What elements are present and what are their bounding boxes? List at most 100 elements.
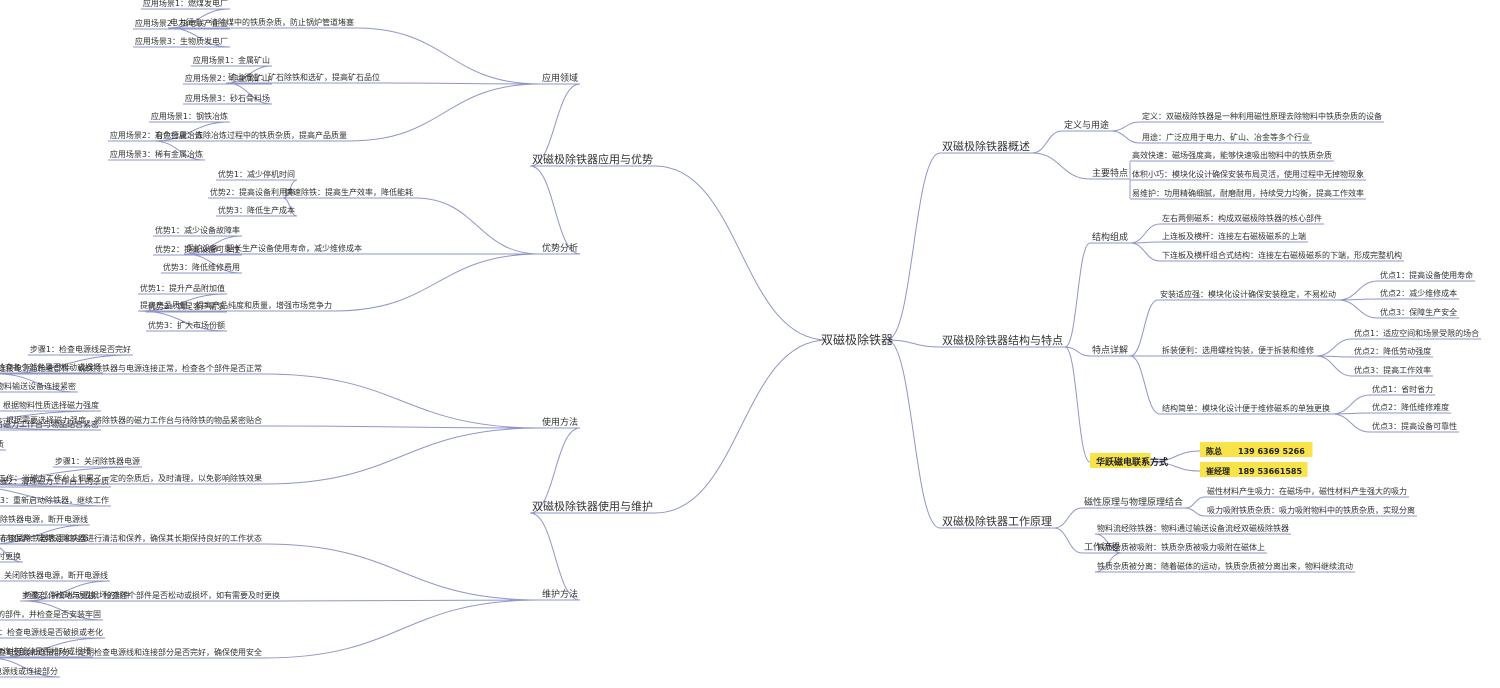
branch-connectors <box>0 8 1379 678</box>
left-topic-1-1-1: 检查部件松动与更换：检查各个部件是否松动或损坏，如有需要及时更换 <box>24 590 280 600</box>
connector <box>886 339 941 529</box>
left-topic-1-0-2-2: 步骤3：重新启动除铁器，继续工作 <box>0 495 109 505</box>
left-topic-1-1-2: 检查电源线和连接部分：定期检查电源线和连接部分是否完好，确保使用安全 <box>0 647 262 657</box>
connector <box>1129 299 1159 357</box>
connector <box>21 600 104 621</box>
connector <box>1337 299 1379 319</box>
connector <box>1129 242 1161 262</box>
right-topic-1-1-2-1: 优点2：降低维修难度 <box>1372 402 1449 412</box>
left-topic-0-1-2: 提高产品质量：提高产品纯度和质量，增强市场竞争力 <box>140 300 332 310</box>
connector <box>282 179 298 199</box>
left-topic-1-0-2: 清除杂质与继续工作：当磁力工作台上积累了一定的杂质后，及时清理，以免影响除铁效果 <box>0 473 262 483</box>
left-topic-0-0-1-2: 应用场景3：砂石骨料场 <box>185 93 270 103</box>
connector <box>263 543 540 601</box>
left-topic-1-0-2-1: 步骤2：清理磁力工作台上的杂质 <box>0 476 109 486</box>
connector <box>529 512 581 601</box>
connector <box>1129 355 1161 415</box>
connector <box>886 152 941 341</box>
connector <box>1111 130 1141 144</box>
connector <box>282 197 298 217</box>
connector <box>0 410 102 420</box>
connector <box>1331 413 1371 433</box>
connector <box>1129 223 1161 244</box>
connector <box>1315 355 1353 377</box>
left-topic-0-1-2-1: 优势2：满足客户需求 <box>148 301 225 311</box>
right-topic-2-0-0: 磁性材料产生吸力：在磁场中，磁性材料产生强大的吸力 <box>1207 486 1407 496</box>
connector <box>1031 130 1063 154</box>
left-topic-0-1-0-1: 优势2：提高设备利用率 <box>210 187 295 197</box>
connector <box>167 8 231 29</box>
left-topic-0-0-2-0: 应用场景1：钢铁冶炼 <box>151 111 228 121</box>
left-topic-1-1-1-1: 步骤2：拆卸松动或损坏的部件 <box>22 590 131 600</box>
connector <box>381 82 540 85</box>
right-topic-0-0-0: 定义：双磁极除铁器是一种利用磁性原理去除物料中铁质杂质的设备 <box>1142 111 1382 121</box>
connector <box>529 165 581 255</box>
left-topic-0-0: 应用领域 <box>542 72 578 84</box>
connector <box>263 425 540 429</box>
left-topic-0-0-2: 冶金行业：去除冶炼过程中的铁质杂质，提高产品质量 <box>155 130 347 140</box>
connector <box>183 235 243 255</box>
connector <box>263 599 540 659</box>
connector <box>0 547 24 563</box>
left-topic-0-0-2-2: 应用场景3：稀有金属冶炼 <box>110 149 203 159</box>
left-topic-0-0-1-0: 应用场景1：金属矿山 <box>193 55 270 65</box>
connector <box>1031 152 1091 180</box>
right-topic-1-1-0-2: 优点3：保障生产安全 <box>1380 307 1457 317</box>
left-topic-1-1-2-2: 步骤3：如有需要，及时更换电源线或连接部分 <box>0 666 58 676</box>
left-topic-1-0-1-1: 步骤2：将磁力工作台与物品贴合紧密 <box>0 419 99 429</box>
right-topic-1-1-2-0: 优点1：省时省力 <box>1372 384 1433 394</box>
right-topic-1-0-0: 左右两侧磁系：构成双磁极除铁器的核心部件 <box>1162 213 1322 223</box>
connector <box>348 83 540 142</box>
right-topic-1-0: 结构组成 <box>1092 231 1128 243</box>
left-topic-1-0-0-2: 步骤3：确保除铁器与物料输送设备连接紧密 <box>0 381 76 391</box>
connector <box>152 121 231 142</box>
connector <box>1150 461 1201 472</box>
left-topic-0-1-1-0: 优势1：减少设备故障率 <box>155 225 240 235</box>
connector <box>1111 121 1141 132</box>
left-topic-0-1-1-2: 优势3：降低维修费用 <box>163 262 240 272</box>
right-topic-2-1-0: 物料流经除铁器：物料通过输送设备流经双磁极除铁器 <box>1097 523 1289 533</box>
right-topic-0-1-2: 易维护：功用精确细腻，耐磨耐用，持续受力均衡，提高工作效率 <box>1132 188 1364 198</box>
highlight-box <box>1090 453 1151 468</box>
connector <box>1064 346 1091 463</box>
left-topic-0-0-1-1: 应用场景2：非金属矿山 <box>185 73 270 83</box>
left-topic-1-1-0-2: 步骤3：检查各个部件是否松动或损坏，如有需要及时更换 <box>0 551 21 561</box>
highlight-box <box>1232 462 1308 477</box>
left-topic-1-1-0: 清洁与保养：定期对除铁器进行清洁和保养，确保其长期保持良好的工作状态 <box>0 533 262 543</box>
left-topic-1-0-1-2: 步骤3：缓慢而均匀地移动物品，让除铁器充分吸附铁质杂质 <box>0 439 4 449</box>
connector <box>152 140 206 161</box>
connector <box>333 253 540 312</box>
connector <box>0 488 112 507</box>
root-topic: 双磁极除铁器 <box>821 332 893 347</box>
connector <box>0 524 91 545</box>
right-topic-1-1-1-2: 优点3：提高工作效率 <box>1354 365 1431 375</box>
left-topic-0: 双磁极除铁器应用与优势 <box>532 152 653 166</box>
connector <box>1064 242 1091 348</box>
highlight-box <box>1232 442 1313 457</box>
left-topic-1-0: 使用方法 <box>542 416 578 428</box>
left-topic-0-1-1: 保护设备：延长生产设备使用寿命，减少维修成本 <box>186 243 362 253</box>
connector <box>1094 533 1123 554</box>
left-topic-1-0-0: 连接电源与检查部件：确保除铁器与电源连接正常，检查各个部件是否正常 <box>0 363 262 373</box>
right-topic-1-1-1-0: 优点1：适应空间和场景受限的场合 <box>1354 328 1479 338</box>
connector <box>1184 507 1206 517</box>
right-topic-1-1-0-1: 优点2：减少维修成本 <box>1380 288 1457 298</box>
left-topic-1-1-0-1: 步骤2：用软布擦拭除铁器表面和内部 <box>0 533 88 543</box>
connector <box>355 27 540 85</box>
left-topic-0-1-0-0: 优势1：减少停机时间 <box>218 169 295 179</box>
connector <box>263 373 540 429</box>
left-topic-0-0-0: 电力行业：清除煤中的铁质杂质，防止锅炉管道堵塞 <box>170 17 354 27</box>
left-topic-0-0-0-2: 应用场景3：生物质发电厂 <box>135 36 228 46</box>
right-topic-0: 双磁极除铁器概述 <box>942 139 1030 153</box>
left-topic-0-1-0-2: 优势3：降低生产成本 <box>218 205 295 215</box>
left-topic-0-0-0-0: 应用场景1：燃煤发电厂 <box>143 0 228 8</box>
left-topic-1-1: 维护方法 <box>542 588 578 600</box>
connector <box>886 339 941 348</box>
left-topic-1-0-1-0: 步骤1：根据物料性质选择磁力强度 <box>0 400 99 410</box>
right-topic-1-1-0: 安装适应强：模块化设计确保安装稳定，不易松动 <box>1160 289 1336 299</box>
connector <box>1337 280 1379 301</box>
connector <box>529 83 581 167</box>
right-topic-2-1-1: 铁质杂质被吸附：铁质杂质被吸力吸附在磁体上 <box>1097 542 1265 552</box>
contact-right-topic-1-2-1-0: 189 53661585 <box>1238 467 1302 476</box>
